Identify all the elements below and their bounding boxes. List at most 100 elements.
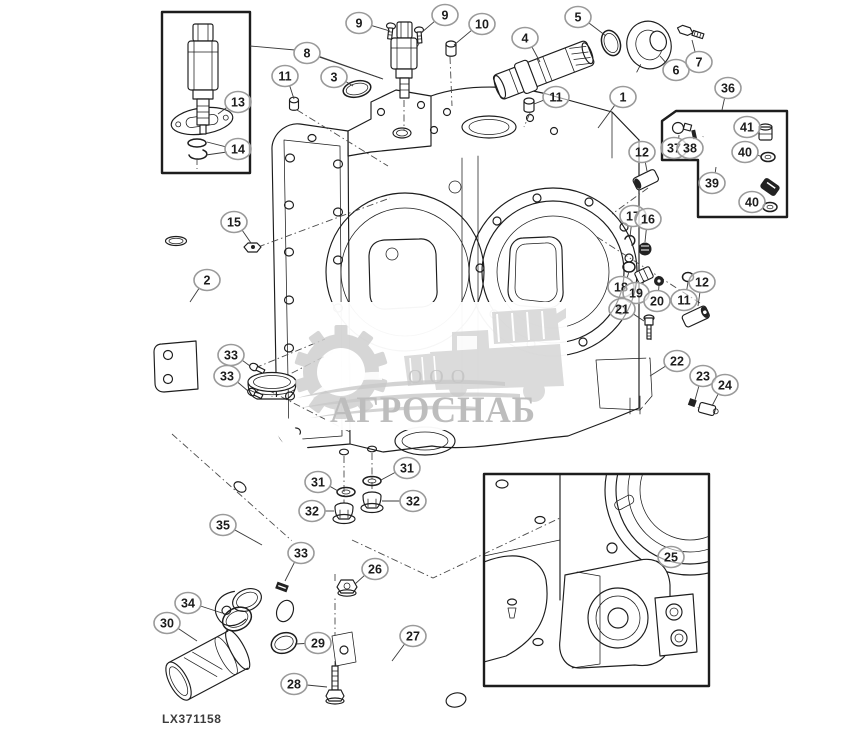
svg-text:24: 24 [718,378,732,392]
callout-21: 21 [608,297,645,322]
svg-text:33: 33 [220,369,234,383]
oil-line-box-36 [660,109,789,219]
callout-27: 27 [391,624,427,662]
leader-box-to-8 [249,45,296,51]
callout-8: 8 [293,41,384,80]
o-ring-3 [342,79,372,99]
callout-28: 28 [280,672,328,696]
callout-7: 7 [685,39,713,74]
svg-text:31: 31 [311,475,325,489]
svg-text:40: 40 [738,145,752,159]
callout-32: 32 [298,499,334,523]
callout-39: 39 [698,166,726,195]
callout-33: 33 [213,364,249,392]
svg-text:4: 4 [522,31,529,45]
svg-text:30: 30 [160,616,174,630]
flange-nut-26 [336,579,358,597]
svg-text:29: 29 [311,636,325,650]
svg-text:5: 5 [575,10,582,24]
input-shaft-assembly [492,20,705,100]
svg-text:41: 41 [740,120,754,134]
svg-text:31: 31 [400,461,414,475]
callout-16: 16 [634,207,662,243]
bolt-21 [643,314,655,340]
callout-38: 38 [676,136,704,160]
watermark-company-name: АГРОСНАБ [330,390,536,431]
svg-text:22: 22 [670,354,684,368]
inset-box-rear-detail [482,472,711,688]
dowel-pin-12-lower [681,305,710,328]
oil-pipe-22 [641,339,719,419]
svg-text:21: 21 [615,302,629,316]
callout-23: 23 [689,364,717,401]
callout-20: 20 [643,284,671,313]
washer-40-upper [760,151,776,163]
callout-12: 12 [628,140,656,172]
fitting-41 [758,123,773,141]
o-ring-29 [270,631,298,655]
callout-12: 12 [688,270,716,307]
snap-ring-17 [624,234,636,246]
suction-tube-35 [214,371,322,627]
callout-33: 33 [284,541,315,582]
bolt-9-left [385,22,397,40]
svg-text:38: 38 [683,141,697,155]
fitting-37 [671,121,693,135]
callout-24: 24 [711,373,739,407]
callout-26: 26 [354,557,389,585]
svg-text:25: 25 [664,550,678,564]
svg-text:28: 28 [287,677,301,691]
plug-32-left [332,502,356,525]
svg-text:13: 13 [231,95,245,109]
svg-text:15: 15 [227,215,241,229]
ring-20 [654,276,664,286]
watermark-harvester-icon [404,308,566,402]
callout-40: 40 [738,190,766,214]
watermark-swoosh [297,379,520,418]
callout-31: 31 [304,470,339,494]
callout-13: 13 [217,90,252,115]
dowel-pin-12-upper [632,169,659,191]
o-ring-34 [221,606,253,632]
o-ring-5 [600,29,622,57]
callout-32: 32 [382,489,427,513]
cap-6 [626,20,672,73]
svg-text:11: 11 [677,293,690,307]
clip-33-bottom [275,581,289,593]
drain-plug-set [332,475,384,525]
svg-text:9: 9 [356,16,363,30]
plug-32-right [360,491,384,514]
callout-9: 9 [345,11,391,35]
svg-text:32: 32 [305,504,319,518]
svg-text:11: 11 [278,69,291,83]
svg-text:36: 36 [721,81,735,95]
svg-text:26: 26 [368,562,382,576]
callout-11: 11 [533,85,570,109]
washer-31-right [362,475,382,487]
callout-30: 30 [153,611,198,642]
elbow-assembly [165,606,298,701]
elbow-30 [165,629,251,701]
callout-5: 5 [564,5,607,37]
svg-text:39: 39 [705,176,719,190]
fitting-24 [697,401,719,417]
washer-31-left [336,486,356,498]
svg-text:10: 10 [475,17,489,31]
ring-18 [622,261,636,273]
svg-text:27: 27 [406,629,420,643]
callout-14: 14 [206,137,252,161]
svg-text:19: 19 [629,286,643,300]
callout-19: 19 [622,279,650,305]
callout-2: 2 [189,268,221,303]
svg-text:20: 20 [650,294,664,308]
watermark-gear-icon [294,325,388,419]
callout-36: 36 [714,76,742,111]
tube-35-foot [214,588,262,627]
callout-11: 11 [271,64,299,100]
svg-text:23: 23 [696,369,710,383]
callout-35: 35 [209,513,263,546]
callout-3: 3 [320,65,354,89]
callout-31: 31 [380,456,421,481]
svg-text:2: 2 [204,273,211,287]
